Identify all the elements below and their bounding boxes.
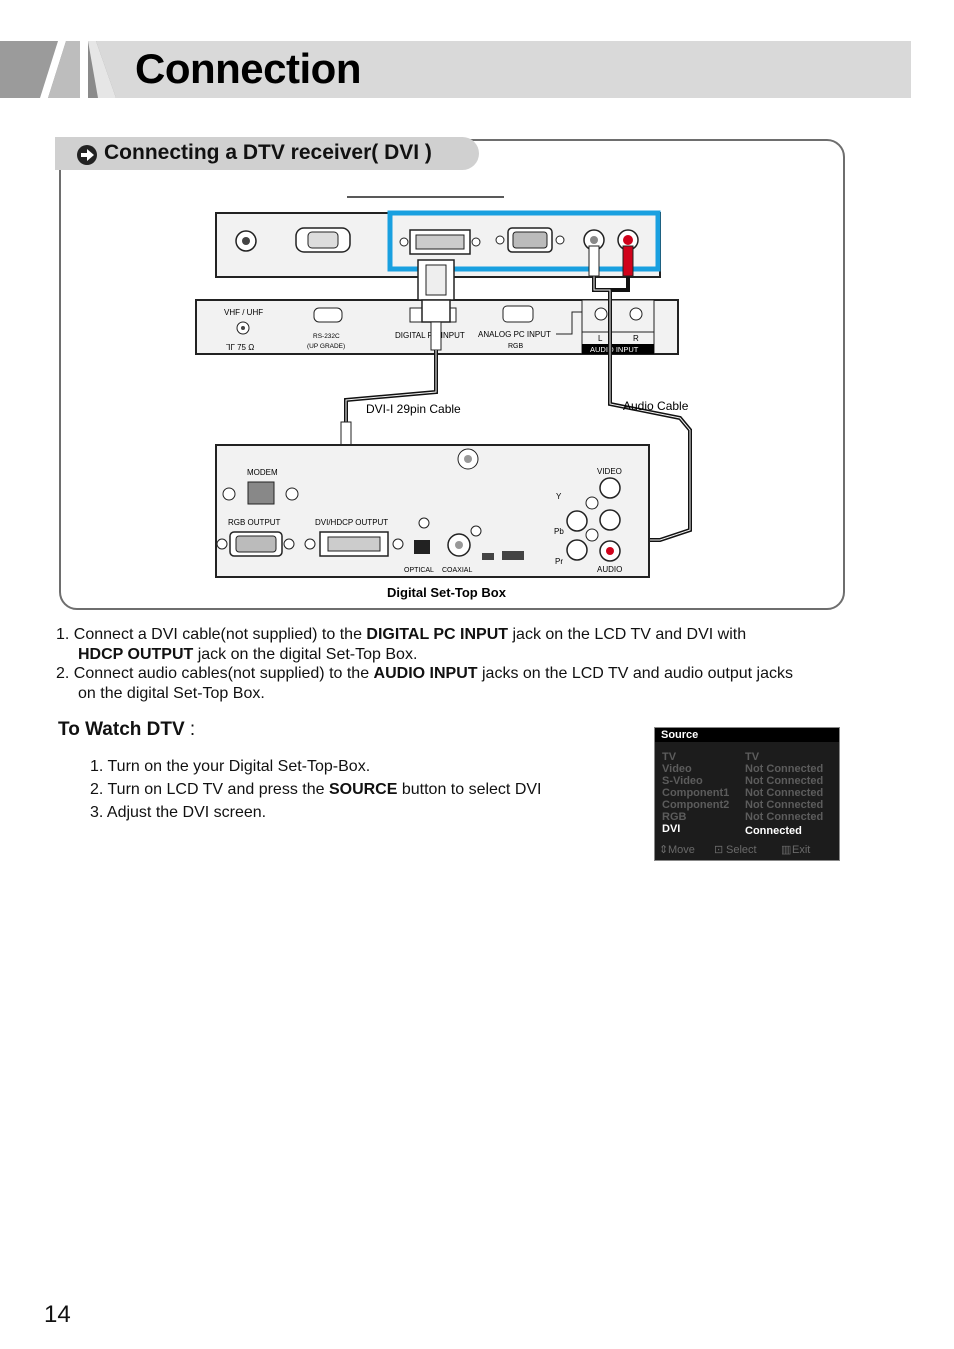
ohm-label: ⅂Γ 75 Ω (226, 343, 254, 352)
move-label: Move (668, 844, 695, 856)
watch-steps: 1. Turn on the your Digital Set-Top-Box.… (90, 755, 541, 824)
analog-input-label: ANALOG PC INPUT (478, 330, 551, 339)
connection-steps: 1. Connect a DVI cable(not supplied) to … (56, 625, 856, 703)
source-row-status: Not Connected (745, 763, 824, 775)
header-stripes (0, 41, 120, 98)
left-label: L (598, 334, 603, 343)
highlight-box (387, 210, 661, 272)
pr-label: Pr (555, 557, 563, 566)
connection-diagram: VHF / UHF ⅂Γ 75 Ω RS-232C (UP GRADE) DIG… (195, 196, 692, 600)
source-menu: Source TV TV Video Not Connected S-Video… (654, 727, 840, 861)
section-title: Connecting a DTV receiver( DVI ) (104, 141, 432, 164)
audio-cable-label: Audio Cable (623, 399, 689, 413)
source-row-name-selected: DVI (662, 823, 681, 835)
header-band (0, 41, 911, 98)
source-row-name: Video (662, 763, 692, 775)
step-1: 1. Connect a DVI cable(not supplied) to … (56, 626, 747, 643)
audio-input-label: AUDIO INPUT (590, 345, 639, 354)
video-label: VIDEO (597, 467, 622, 476)
page-title: Connection (135, 45, 361, 92)
source-row-status: Not Connected (745, 775, 824, 787)
step-2: 2. Connect audio cables(not supplied) to… (56, 665, 793, 682)
source-row-name: TV (662, 751, 677, 763)
rgb-output-label: RGB OUTPUT (228, 518, 281, 527)
watch-title: To Watch DTV : (58, 719, 196, 740)
modem-label: MODEM (247, 468, 278, 477)
source-row-status: Not Connected (745, 787, 824, 799)
rgb-label: RGB (508, 343, 524, 350)
source-row-status: TV (745, 751, 760, 763)
upgrade-label: (UP GRADE) (307, 343, 345, 350)
source-row-name: S-Video (662, 775, 703, 787)
audio-label: AUDIO (597, 565, 622, 574)
dvi-cable-label: DVI-I 29pin Cable (366, 402, 461, 416)
source-row-status-selected: Connected (745, 825, 802, 837)
pb-label: Pb (554, 527, 564, 536)
source-row-status: Not Connected (745, 811, 824, 823)
y-label: Y (556, 492, 562, 501)
exit-icon: ▥ (781, 844, 792, 856)
optical-label: OPTICAL (404, 567, 434, 574)
section-pill (55, 137, 479, 170)
page-number: 14 (44, 1301, 71, 1328)
dvi-output-label: DVI/HDCP OUTPUT (315, 518, 388, 527)
watch-step-3: 3. Adjust the DVI screen. (90, 804, 267, 821)
source-row-name: Component2 (662, 799, 730, 811)
rs232-label: RS-232C (313, 333, 340, 340)
move-icon: ⇕ (659, 844, 669, 856)
digital-input-label: DIGITAL PC INPUT (395, 331, 465, 340)
source-row-status: Not Connected (745, 799, 824, 811)
coaxial-label: COAXIAL (442, 567, 472, 574)
source-row-name: RGB (662, 811, 687, 823)
source-row-name: Component1 (662, 787, 730, 799)
step-2-cont: on the digital Set-Top Box. (78, 684, 265, 702)
select-icon: ⊡ (714, 844, 724, 856)
diagram-caption: Digital Set-Top Box (387, 585, 507, 600)
watch-step-2: 2. Turn on LCD TV and press the SOURCE b… (90, 781, 542, 798)
exit-label: Exit (792, 844, 811, 856)
source-menu-title: Source (655, 728, 839, 742)
select-label: Select (726, 844, 757, 856)
right-label: R (633, 334, 639, 343)
watch-step-1: 1. Turn on the your Digital Set-Top-Box. (90, 758, 371, 775)
step-1-cont: HDCP OUTPUT jack on the digital Set-Top … (78, 645, 418, 663)
vhf-label: VHF / UHF (224, 308, 263, 317)
arrow-circle-icon (77, 145, 97, 165)
